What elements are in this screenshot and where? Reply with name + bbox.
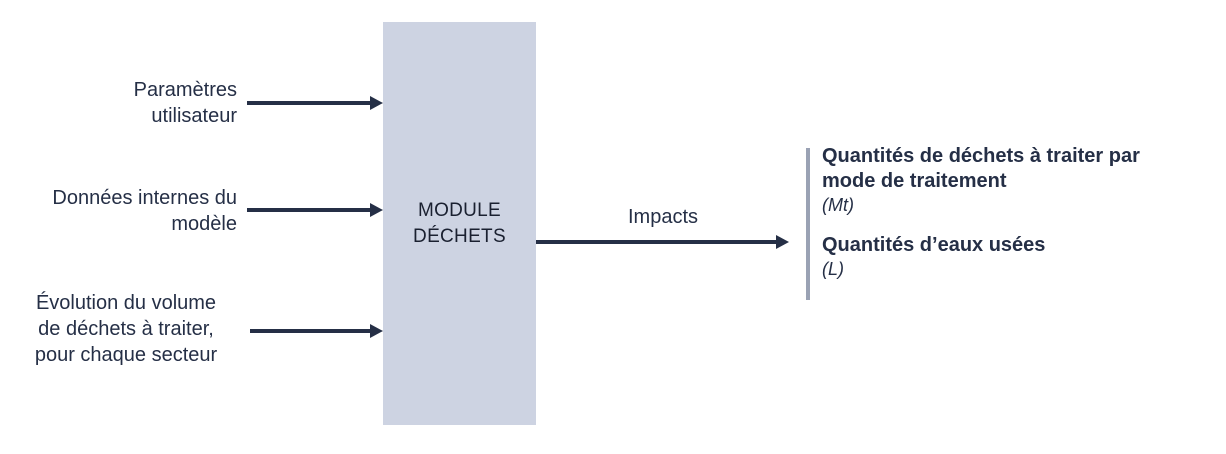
module-dechets-label: MODULE DÉCHETS [413,199,506,247]
impacts-label: Impacts [627,206,699,228]
arrow-right-icon-evolution [250,329,370,333]
output-item-eaux-usees: Quantités d’eaux usées (L) [822,233,1218,280]
module-dechets-box: MODULE DÉCHETS [383,22,536,425]
output-title-quantites-eaux-usees: Quantités d’eaux usées [822,234,1046,256]
arrow-right-icon-donnees [247,208,370,212]
arrow-right-icon-impacts [536,240,776,244]
input-label-donnees-internes: Données internes du modèle [52,187,237,235]
input-label-parametres-utilisateur: Paramètres utilisateur [133,79,237,127]
output-title-quantites-dechets: Quantités de déchets à traiter par mode … [822,145,1140,192]
output-unit-mt: (Mt) [822,195,854,215]
outputs-vertical-rule [806,148,810,300]
output-unit-l: (L) [822,259,844,279]
output-item-dechets: Quantités de déchets à traiter par mode … [822,144,1218,216]
input-label-evolution-volume: Évolution du volume de déchets à traiter… [34,292,218,366]
outputs-block: Quantités de déchets à traiter par mode … [822,144,1218,280]
arrow-right-icon-parametres [247,101,370,105]
